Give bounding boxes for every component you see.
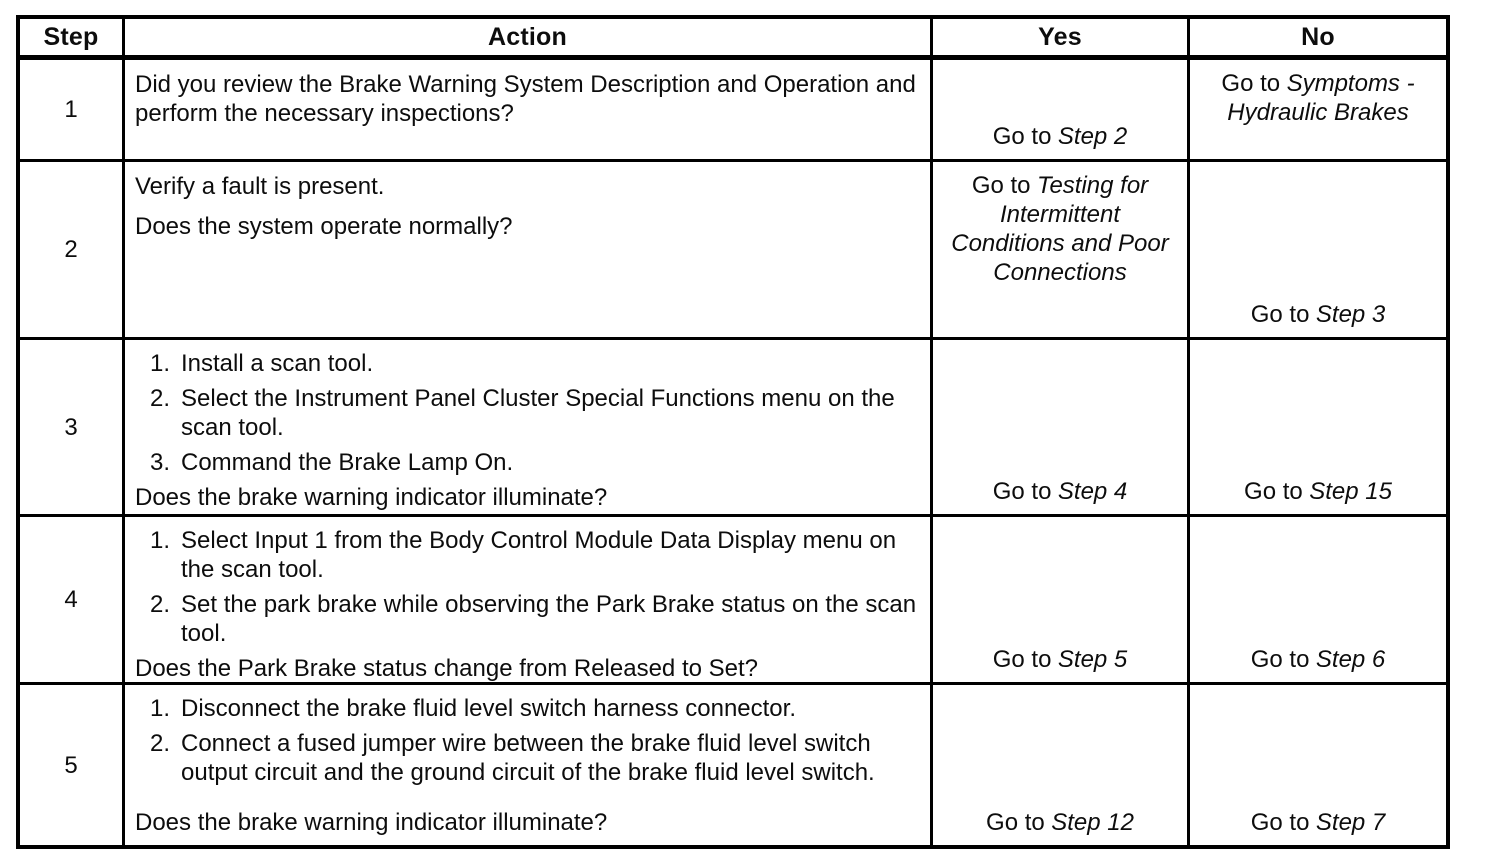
action-cell: Did you review the Brake Warning System … <box>122 57 930 159</box>
step-number: 2 <box>64 236 78 263</box>
goto-reference: Testing for Intermittent Conditions and … <box>951 172 1169 286</box>
step-cell: 3 <box>20 337 122 514</box>
action-list-item: 1. Install a scan tool. <box>135 349 920 378</box>
list-item-text: Set the park brake while observing the P… <box>181 591 917 647</box>
goto-reference: Step 4 <box>1057 478 1128 505</box>
list-item-number: 1. <box>149 695 170 722</box>
step-number: 4 <box>64 586 78 613</box>
col-header-step: Step <box>20 19 122 57</box>
goto-reference: Step 7 <box>1315 809 1386 836</box>
goto-reference: Step 15 <box>1309 478 1392 505</box>
action-list-item: 1. Disconnect the brake fluid level switc… <box>135 694 920 723</box>
diagnostic-table: Step Action Yes No 1 Did you review the B… <box>16 15 1450 849</box>
action-list-item: 2. Select the Instrument Panel Cluster Sp… <box>135 384 920 442</box>
list-item-number: 1. <box>149 350 170 377</box>
goto-prefix: Go to <box>1250 301 1310 328</box>
list-item-number: 1. <box>149 527 170 554</box>
goto-reference: Step 5 <box>1057 646 1128 673</box>
step-number: 5 <box>64 751 78 779</box>
list-item-text: Connect a fused jumper wire between the … <box>181 730 875 786</box>
action-cell: Verify a fault is present. Does the syste… <box>122 159 930 337</box>
list-item-number: 2. <box>149 730 170 757</box>
action-paragraph: Verify a fault is present. <box>135 173 385 200</box>
goto-prefix: Go to <box>986 809 1045 836</box>
step-cell: 1 <box>20 57 122 159</box>
goto-reference: Step 6 <box>1315 646 1386 673</box>
action-list-item: 2. Set the park brake while observing the… <box>135 590 920 648</box>
col-header-action-label: Action <box>488 22 567 51</box>
action-cell: 1. Disconnect the brake fluid level switc… <box>122 682 930 845</box>
col-header-yes: Yes <box>930 19 1187 57</box>
list-item-text: Select Input 1 from the Body Control Mod… <box>181 527 897 583</box>
goto-reference: Step 12 <box>1051 809 1134 836</box>
action-question: Does the Park Brake status change from R… <box>135 655 759 682</box>
list-item-number: 2. <box>149 385 170 412</box>
goto-prefix: Go to <box>992 123 1052 150</box>
action-cell: 1. Install a scan tool. 2. Select the Instr… <box>122 337 930 514</box>
list-item-text: Command the Brake Lamp On. <box>181 449 514 476</box>
step-cell: 4 <box>20 514 122 682</box>
action-question: Does the brake warning indicator illumin… <box>135 484 608 511</box>
step-number: 1 <box>64 96 78 123</box>
goto-prefix: Go to <box>1244 478 1303 505</box>
col-header-action: Action <box>122 19 930 57</box>
step-cell: 2 <box>20 159 122 337</box>
list-item-text: Select the Instrument Panel Cluster Spec… <box>181 385 895 441</box>
goto-reference: Step 2 <box>1057 123 1128 150</box>
list-item-number: 3. <box>149 449 170 476</box>
list-item-text: Disconnect the brake fluid level switch … <box>181 695 796 722</box>
col-header-no: No <box>1187 19 1446 57</box>
list-item-text: Install a scan tool. <box>181 350 374 377</box>
goto-reference: Symptoms - Hydraulic Brakes <box>1227 70 1415 126</box>
goto-prefix: Go to <box>1250 646 1310 673</box>
action-cell: 1. Select Input 1 from the Body Control M… <box>122 514 930 682</box>
action-paragraph: Does the system operate normally? <box>135 213 513 240</box>
action-paragraph: Did you review the Brake Warning System … <box>135 71 916 127</box>
col-header-yes-label: Yes <box>1038 22 1082 51</box>
action-list-item: 2. Connect a fused jumper wire between th… <box>135 729 920 787</box>
action-question: Does the brake warning indicator illumin… <box>135 809 608 836</box>
goto-prefix: Go to <box>992 646 1052 673</box>
step-number: 3 <box>64 413 78 441</box>
action-list-item: 1. Select Input 1 from the Body Control M… <box>135 526 920 584</box>
goto-prefix: Go to <box>992 478 1052 505</box>
goto-prefix: Go to <box>971 172 1031 199</box>
goto-prefix: Go to <box>1221 70 1281 97</box>
step-cell: 5 <box>20 682 122 845</box>
action-list-item: 3. Command the Brake Lamp On. <box>135 448 920 477</box>
goto-prefix: Go to <box>1250 809 1310 836</box>
col-header-step-label: Step <box>43 22 99 51</box>
goto-reference: Step 3 <box>1315 301 1386 328</box>
col-header-no-label: No <box>1301 22 1335 51</box>
list-item-number: 2. <box>149 591 170 618</box>
